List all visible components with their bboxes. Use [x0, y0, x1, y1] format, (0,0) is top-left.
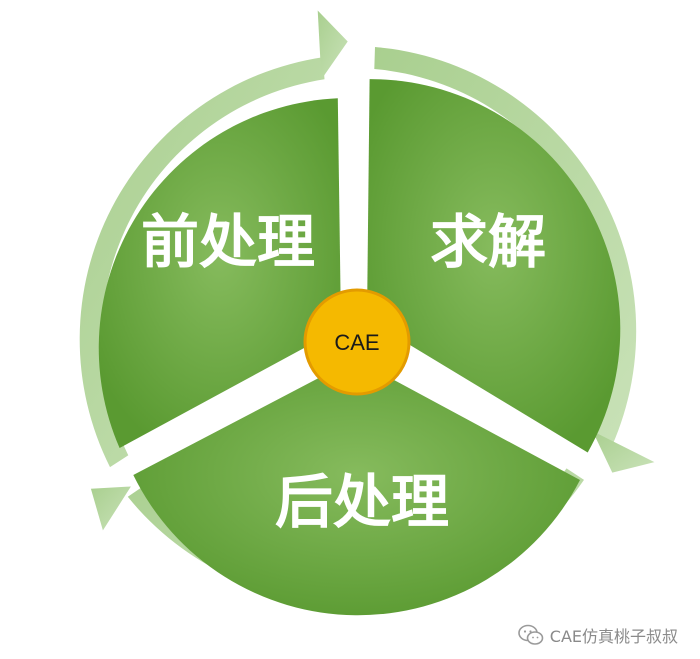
watermark-text: CAE仿真桃子叔叔 [549, 627, 678, 646]
label-preprocess: 前处理 [141, 208, 315, 276]
arrow-to-post [374, 47, 637, 447]
arrow-to-solve [79, 57, 325, 468]
arrow-head-to-pre [90, 486, 131, 531]
label-solve: 求解 [430, 208, 546, 276]
center-hub: CAE [303, 288, 411, 396]
arrow-head-to-solve [317, 10, 348, 80]
pie-segments [98, 79, 621, 616]
wechat-icon [517, 624, 544, 645]
center-circle [303, 288, 411, 396]
segment-preprocess [98, 98, 341, 449]
label-postprocess: 后处理 [275, 468, 449, 536]
segment-solve [367, 79, 621, 453]
watermark: CAE仿真桃子叔叔 [517, 623, 678, 647]
center-label: CAE [334, 330, 379, 355]
arrow-head-to-post [592, 431, 655, 473]
segment-postprocess [133, 359, 581, 616]
